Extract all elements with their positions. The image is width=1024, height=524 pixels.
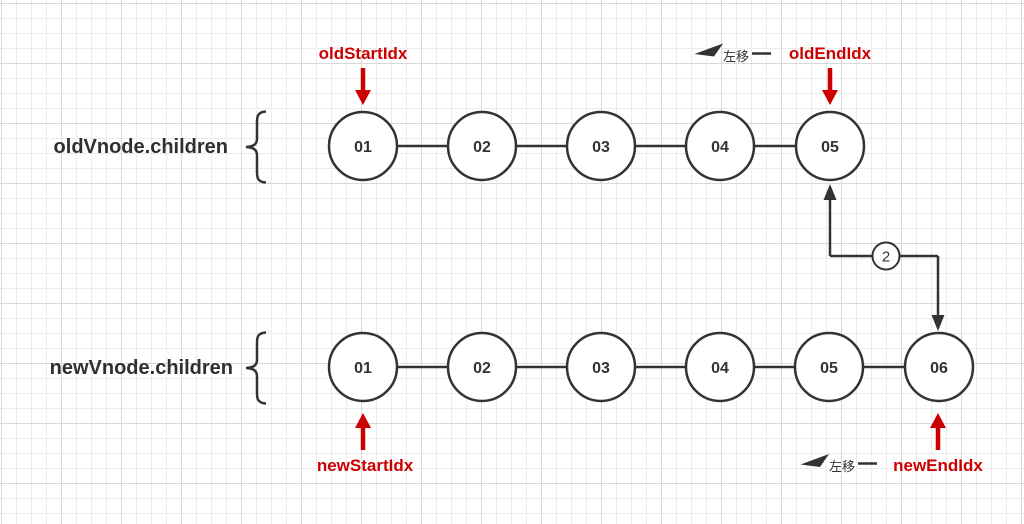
node-label: 01: [354, 139, 372, 156]
new-node-5: 05: [793, 331, 865, 403]
old-list-label: oldVnode.children: [54, 136, 228, 158]
node-label: 04: [711, 139, 729, 156]
old-list-brace: [245, 110, 267, 184]
new-node-2: 02: [446, 331, 518, 403]
node-circle: [327, 110, 399, 182]
old-node-3: 03: [565, 110, 637, 182]
node-circle: [446, 331, 518, 403]
new-node-4: 04: [684, 331, 756, 403]
old-list-row: oldVnode.children 01 02 03 04: [54, 110, 866, 184]
node-circle: [903, 331, 975, 403]
node-circle: [565, 331, 637, 403]
pointer-new-end: newEndIdx: [893, 413, 983, 475]
step-badge-circle: [871, 241, 901, 271]
node-circle: [684, 331, 756, 403]
pointer-new-start: newStartIdx: [317, 413, 414, 475]
old-node-2: 02: [446, 110, 518, 182]
move-hint-top: 左移: [694, 43, 771, 64]
node-label: 02: [473, 360, 491, 377]
node-label: 05: [821, 139, 839, 156]
new-list-brace: [245, 331, 267, 405]
step-connector: 2: [823, 184, 945, 331]
pointer-label: oldEndIdx: [789, 44, 872, 63]
new-node-3: 03: [565, 331, 637, 403]
new-node-6: 06: [903, 331, 975, 403]
node-circle: [794, 110, 866, 182]
pointer-arrowhead-down-icon: [355, 90, 371, 105]
move-left-arrow-icon: [800, 454, 829, 467]
node-label: 03: [592, 139, 610, 156]
node-label: 03: [592, 360, 610, 377]
node-circle: [565, 110, 637, 182]
old-node-4: 04: [684, 110, 756, 182]
pointer-arrowhead-up-icon: [930, 413, 946, 428]
node-label: 05: [820, 360, 838, 377]
node-circle: [793, 331, 865, 403]
node-label: 01: [354, 360, 372, 377]
move-hint-bottom: 左移: [800, 454, 877, 474]
pointer-old-start: oldStartIdx: [319, 44, 408, 105]
step-badge-label: 2: [882, 249, 890, 266]
pointer-label: oldStartIdx: [319, 44, 408, 63]
pointer-label: newEndIdx: [893, 456, 983, 475]
pointer-old-end: oldEndIdx: [789, 44, 872, 105]
node-label: 04: [711, 360, 729, 377]
old-node-5: 05: [794, 110, 866, 182]
move-hint-label: 左移: [829, 459, 855, 474]
arrowhead-up-icon: [823, 184, 837, 200]
move-left-arrow-icon: [694, 43, 723, 57]
node-circle: [446, 110, 518, 182]
node-label: 06: [930, 360, 948, 377]
pointer-arrowhead-down-icon: [822, 90, 838, 105]
old-node-1: 01: [327, 110, 399, 182]
pointer-arrowhead-up-icon: [355, 413, 371, 428]
node-circle: [684, 110, 756, 182]
new-list-label: newVnode.children: [50, 357, 233, 379]
pointer-label: newStartIdx: [317, 456, 414, 475]
new-list-row: newVnode.children 01 02 03 04: [50, 331, 975, 405]
move-hint-label: 左移: [723, 49, 749, 64]
arrowhead-down-icon: [931, 315, 945, 331]
node-circle: [327, 331, 399, 403]
new-node-1: 01: [327, 331, 399, 403]
node-label: 02: [473, 139, 491, 156]
